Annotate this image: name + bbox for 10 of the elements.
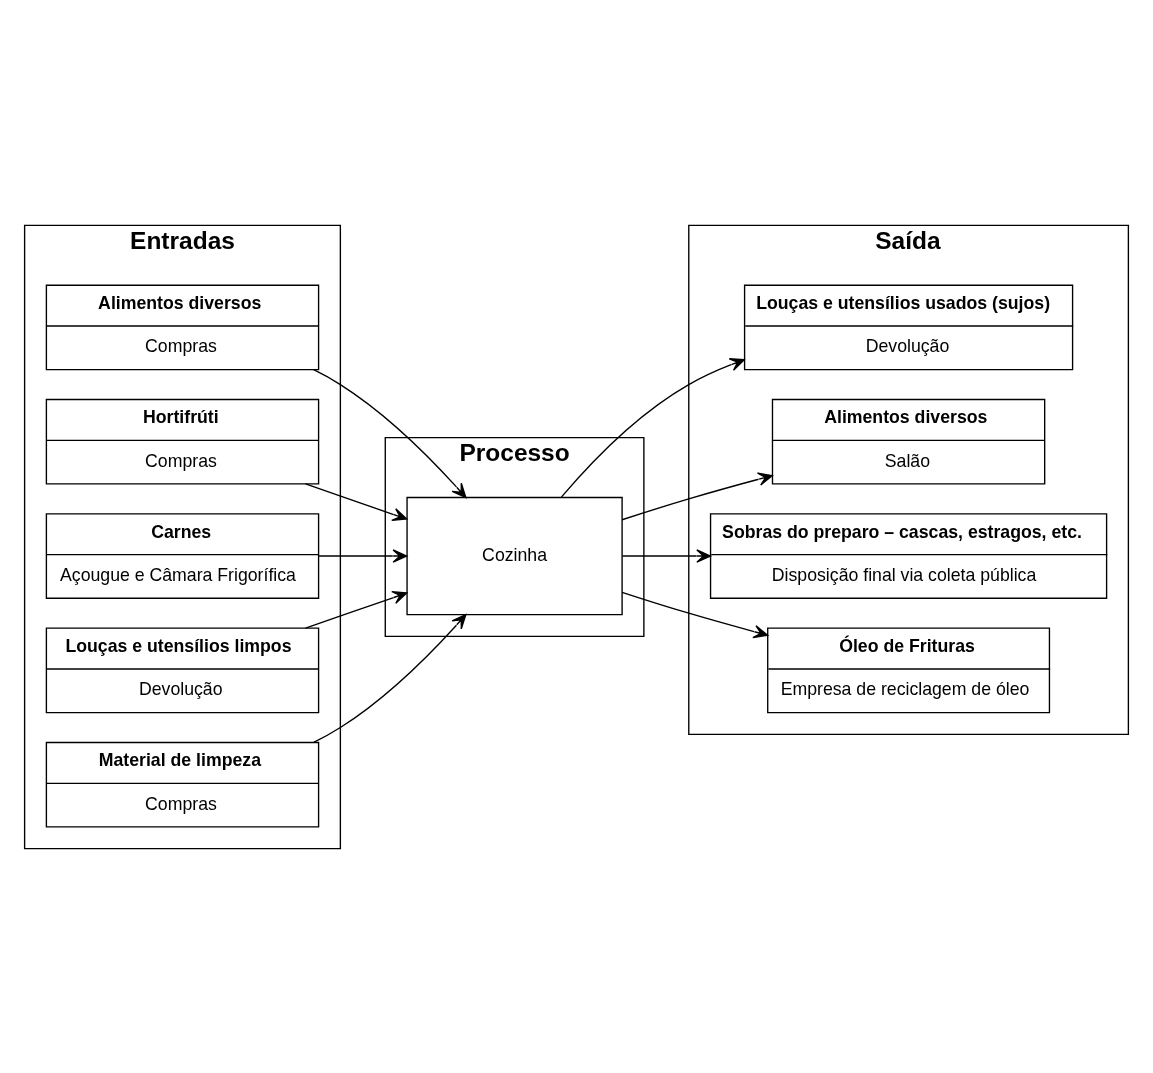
arrow: [318, 548, 408, 563]
node-box: Cozinha: [406, 496, 623, 615]
arrow: [621, 548, 712, 563]
arrow: [621, 472, 773, 520]
arrow: [313, 613, 467, 743]
arrow: [304, 482, 408, 521]
arrow: [304, 590, 408, 629]
arrow: [560, 357, 745, 498]
arrow: [313, 368, 467, 498]
arrow: [621, 591, 769, 638]
